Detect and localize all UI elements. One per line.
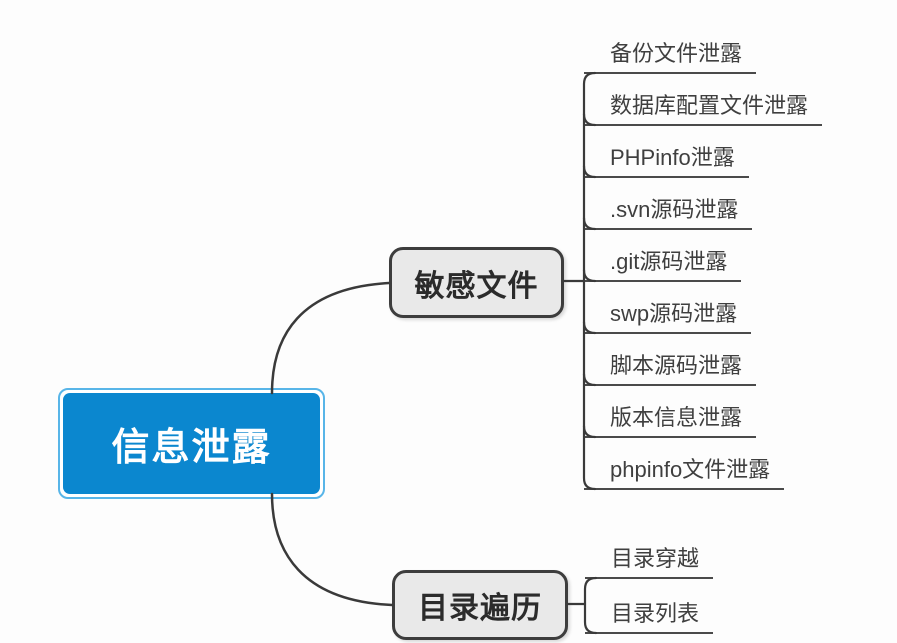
root-branch-connector-1 [270,492,394,607]
leaf-topic[interactable]: swp源码泄露 [584,297,752,334]
leaf-topic[interactable]: 数据库配置文件泄露 [584,89,823,126]
root-branch-connector-0 [270,281,391,395]
branch-topic-label: 敏感文件 [414,269,539,303]
leaf-topic[interactable]: 目录穿越 [585,542,714,579]
branch-topic-label: 目录遍历 [418,592,542,625]
root-topic-body: 信息泄露 [63,393,320,494]
leaf-topic[interactable]: PHPinfo泄露 [584,141,749,178]
root-topic[interactable]: 信息泄露 [58,388,325,499]
leaf-topic[interactable]: 版本信息泄露 [584,401,757,438]
leaf-topic[interactable]: .svn源码泄露 [584,193,753,230]
leaf-topic[interactable]: 目录列表 [585,597,714,634]
leaf-topic[interactable]: .git源码泄露 [584,245,742,282]
leaf-topic[interactable]: phpinfo文件泄露 [584,453,785,490]
leaf-topic[interactable]: 脚本源码泄露 [584,349,757,386]
leaf-topic[interactable]: 备份文件泄露 [584,37,757,74]
branch-topic-1[interactable]: 目录遍历 [392,570,568,640]
branch-topic-0[interactable]: 敏感文件 [389,247,564,318]
root-topic-label: 信息泄露 [111,427,272,469]
